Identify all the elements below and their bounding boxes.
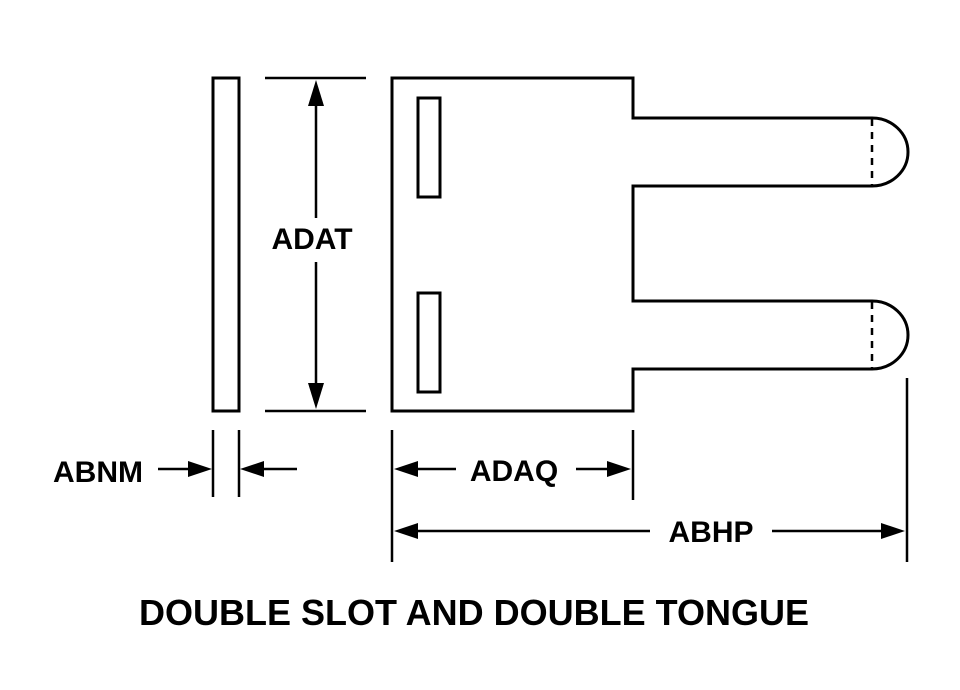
adaq-arrow-right-icon <box>607 461 631 477</box>
abnm-arrow-right-icon <box>188 461 212 477</box>
diagram-title: DOUBLE SLOT AND DOUBLE TONGUE <box>139 592 809 633</box>
adat-arrow-down-icon <box>308 383 324 409</box>
abhp-label: ABHP <box>668 516 753 549</box>
side-view-plate <box>211 76 241 413</box>
abhp-arrow-left-icon <box>394 523 418 539</box>
terminal-outline <box>390 76 910 413</box>
abnm-label: ABNM <box>53 456 143 489</box>
adaq-arrow-left-icon <box>394 461 418 477</box>
adat-label: ADAT <box>271 223 352 256</box>
upper-slot <box>416 96 442 199</box>
adaq-label: ADAQ <box>470 455 558 488</box>
abhp-arrow-right-icon <box>881 523 905 539</box>
abnm-arrow-left-icon <box>240 461 264 477</box>
adat-arrow-up-icon <box>308 80 324 106</box>
lower-slot <box>416 291 442 394</box>
